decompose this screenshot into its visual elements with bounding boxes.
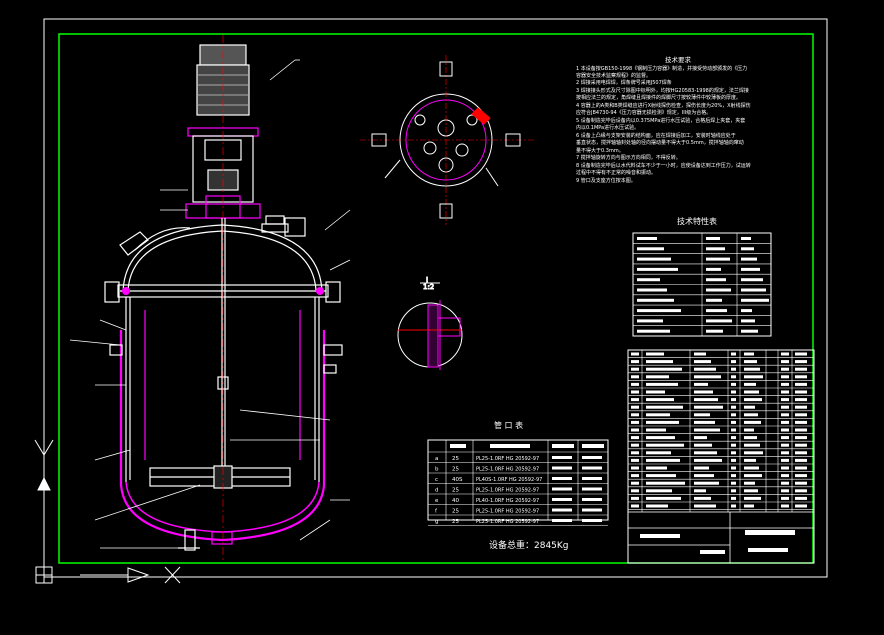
tech-req-line: 9 管口及支座方位按本图。 (576, 177, 636, 184)
nozzle-row: g 25 PL25-1.0RF HG 20592-97 (435, 519, 602, 525)
tech-req-line: 垂直状态，搅拌轴轴封处轴的径向摆动量不得大于0.5mm，搅拌轴轴向窜动 (576, 139, 744, 146)
nozzle-code: e (435, 498, 439, 504)
nozzle-code: b (435, 467, 439, 473)
nozzle-standard: PL25-1.0RF HG 20592-97 (476, 519, 539, 525)
tech-requirements: 技术要求 1 本设备按GB150-1998《钢制压力容器》制造，并接受劳动部颁发… (576, 55, 751, 184)
tech-req-line: 按相应法兰的规定，角焊缝且焊接件的焊脚尺寸按较薄件中较薄板的厚度。 (576, 94, 741, 101)
tech-req-line: 8 设备制造完毕后以水代料试车不少于一小时，应使设备达到工作压力，试运转 (576, 162, 751, 169)
nozzle-code: d (435, 488, 439, 494)
reactor-vessel-elevation (69, 35, 351, 560)
outer-frame (43, 18, 828, 578)
tech-char-title: 技术特性表 (677, 216, 717, 226)
nozzle-standard: PL25-1.0RF HG 20592-97 (476, 456, 539, 462)
nozzle-code: a (435, 456, 438, 462)
total-weight: 设备总重：2845Kg (489, 539, 569, 551)
ucs-icon (34, 439, 181, 584)
tech-req-line: 2 焊接采用电焊焊，焊条牌号采用J507焊条 (576, 79, 672, 86)
nozzle-row: e 40 PL40-1.0RF HG 20592-97 (435, 498, 602, 504)
support-lug-left (104, 281, 120, 303)
nozzle-standard: PL40S-1.0RF HG 20592-97 (476, 477, 542, 483)
nozzle-code: c (435, 477, 438, 483)
nozzle-row: a 25 PL25-1.0RF HG 20592-97 (435, 456, 602, 462)
nozzle-size: 40 (452, 498, 459, 504)
tech-req-line: 内以0.1MPa进行水压试验。 (576, 124, 639, 131)
nozzle-standard: PL40-1.0RF HG 20592-97 (476, 498, 539, 504)
nozzle-code: g (435, 519, 439, 525)
nozzle-size: 25 (452, 509, 459, 515)
tech-req-line: 4 容器上的A类和B类焊缝应进行X射线探伤检查，探伤长度为20%，X射线探伤 (576, 102, 751, 109)
top-view (360, 55, 535, 225)
section-label-top: I (426, 276, 428, 284)
tech-req-line: 7 搅拌轴旋转方向与图示方向相同，不得反转。 (576, 154, 681, 161)
tech-req-line: 1 本设备按GB150-1998《钢制压力容器》制造，并接受劳动部颁发的《压力 (576, 65, 747, 72)
section-label-scale: 1:2 (423, 283, 434, 291)
nozzle-row: f 25 PL25-1.0RF HG 20592-97 (435, 508, 602, 515)
nozzle-table-title: 管 口 表 (494, 420, 523, 430)
nozzle-row: d 25 PL25-1.0RF HG 20592-97 (435, 487, 602, 494)
nozzle-row: c 40S PL40S-1.0RF HG 20592-97 (435, 477, 602, 483)
nozzle-size: 25 (452, 467, 459, 473)
support-lug-right (325, 281, 341, 303)
detail-I: I 1:2 (397, 276, 463, 370)
tech-req-line: 5 设备制造完毕后设备内以0.375MPa进行水压试验，合格后焊上夹套，夹套 (576, 117, 745, 124)
nozzle-standard: PL25-1.0RF HG 20592-97 (476, 509, 539, 515)
bottom-head (125, 481, 320, 533)
jacket (119, 330, 326, 542)
title-block (627, 511, 815, 564)
nozzle-standard: PL25-1.0RF HG 20592-97 (476, 467, 539, 473)
nozzle-size: 25 (452, 456, 459, 462)
nozzle-size: 40S (452, 477, 463, 483)
tech-characteristic-table: 技术特性表 (632, 216, 772, 337)
tech-req-line: 6 设备上凸缘与支架安装的结构面，应在焊接后加工，安装时轴线应处于 (576, 132, 736, 139)
tech-req-line: 容器安全技术监察规程》的监督。 (576, 72, 651, 79)
tech-req-line: 过程中不得有不正常的噪音和振动。 (576, 169, 656, 176)
nozzle-size: 25 (452, 488, 459, 494)
tech-req-title: 技术要求 (665, 55, 692, 64)
tech-req-line: 3 焊接接头形式及尺寸除图中标明外，均按HG20583-1998的规定，法兰焊接 (576, 87, 749, 94)
nozzle-row: b 25 PL25-1.0RF HG 20592-97 (435, 466, 602, 473)
inner-frame (58, 33, 814, 564)
top-head (122, 224, 323, 293)
nozzle-code: f (435, 509, 438, 515)
tech-req-line: 应符合JB4730-94《压力容器无损检测》规定，III级为合格。 (576, 109, 711, 116)
tech-req-line: 量不得大于0.3mm。 (576, 147, 624, 154)
nozzle-standard: PL25-1.0RF HG 20592-97 (476, 488, 539, 494)
nozzle-size: 25 (452, 519, 459, 525)
parts-list (627, 349, 815, 564)
top-view-accent (471, 107, 491, 125)
